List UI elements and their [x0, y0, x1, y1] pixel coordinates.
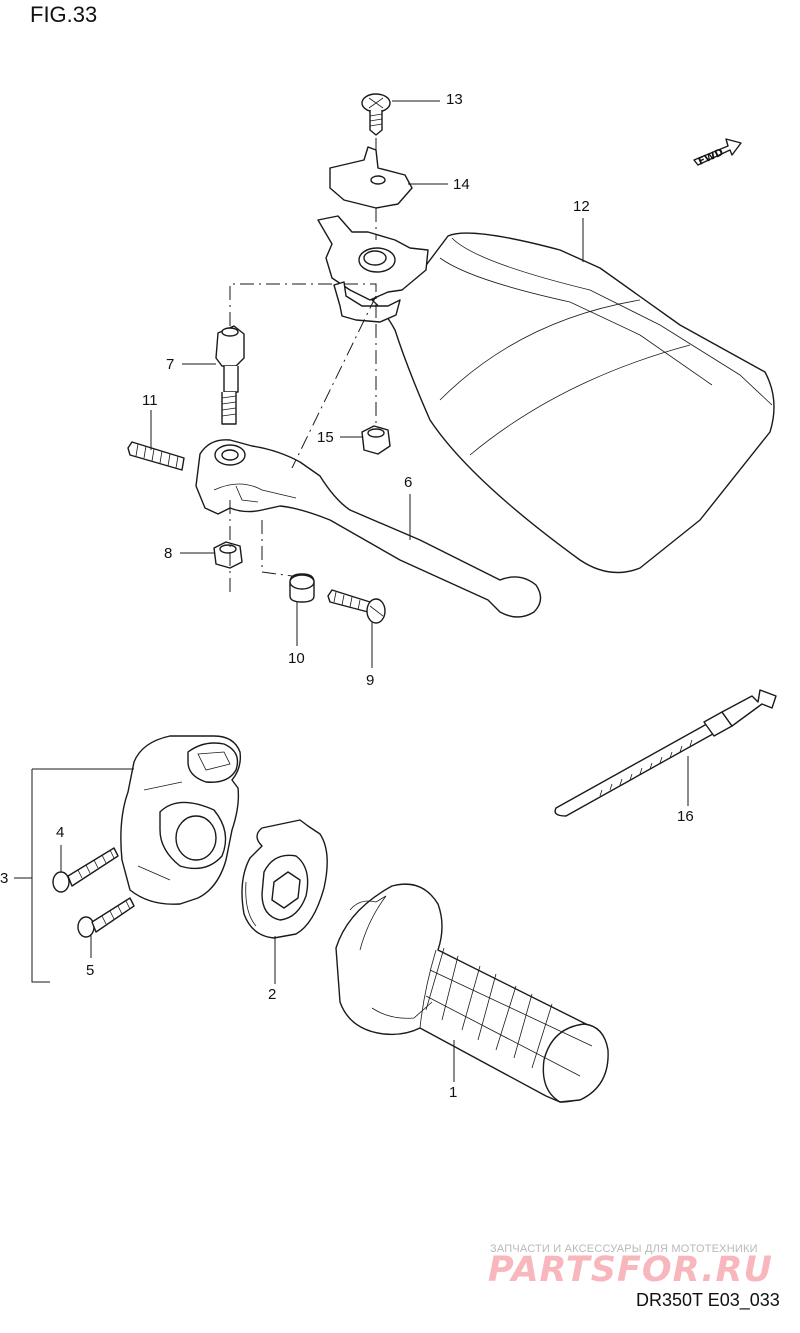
callout-7: 7 [166, 356, 175, 373]
callout-5: 5 [86, 962, 95, 979]
callout-leaders [14, 100, 689, 1082]
callout-8: 8 [164, 545, 173, 562]
callout-1: 1 [449, 1084, 458, 1101]
callout-4: 4 [56, 824, 65, 841]
watermark-caption: ЗАПЧАСТИ И АКСЕССУАРЫ ДЛЯ МОТОТЕХНИКИ [490, 1243, 758, 1255]
callout-9: 9 [366, 672, 375, 689]
callout-11: 11 [142, 392, 158, 409]
forward-arrow-icon: FWD [693, 138, 742, 168]
assembly-centerlines [229, 138, 377, 592]
part-9-screw [327, 589, 386, 624]
part-13-screw [361, 93, 391, 136]
fwd-label: FWD [697, 147, 725, 168]
callout-10: 10 [288, 650, 305, 667]
callout-2: 2 [268, 986, 277, 1003]
part-4-screw [52, 847, 119, 893]
part-7-pivot-bolt [215, 325, 245, 425]
callout-6: 6 [404, 474, 413, 491]
part-10-bushing [289, 573, 315, 603]
part-5-screw [77, 897, 135, 938]
part-12-hand-guard [317, 215, 775, 574]
part-15-nut [361, 425, 391, 455]
callout-14: 14 [453, 176, 470, 193]
part-11-adjusting-screw [127, 441, 185, 471]
watermark-logo: PARTSFOR.RU [488, 1250, 773, 1290]
callout-3: 3 [0, 870, 9, 887]
callout-16: 16 [677, 808, 694, 825]
callout-15: 15 [317, 429, 334, 446]
callout-13: 13 [446, 91, 463, 108]
figure-title: FIG.33 [30, 2, 98, 27]
callout-12: 12 [573, 198, 590, 215]
part-2-plate [241, 819, 328, 939]
part-14-clamp [329, 146, 413, 209]
part-1-grip [335, 883, 609, 1103]
part-8-nut [213, 541, 243, 569]
part-3-housing-assembly [120, 735, 242, 905]
part-16-cable-tie [554, 689, 777, 817]
part-6-clutch-lever [195, 439, 542, 618]
diagram-code: DR350T E03_033 [636, 1290, 780, 1310]
